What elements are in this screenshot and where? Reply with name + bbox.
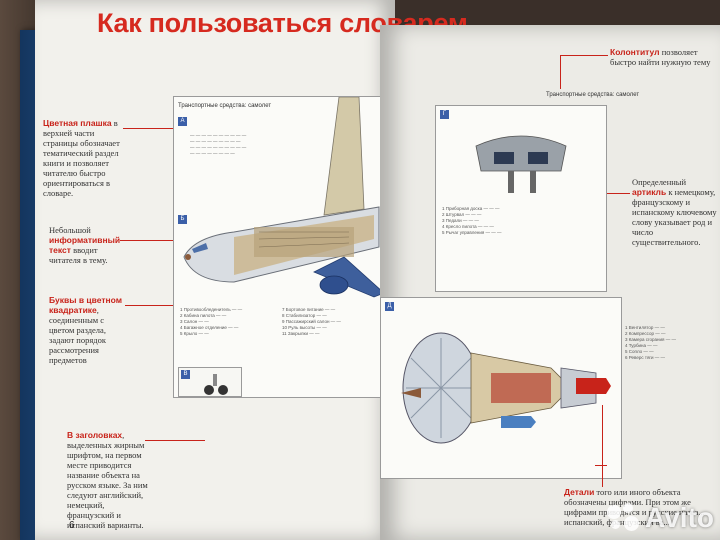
engine-illustration bbox=[401, 332, 611, 444]
callout-line bbox=[125, 305, 175, 306]
letter-box-v: В bbox=[181, 370, 190, 379]
cockpit-illustration bbox=[475, 135, 567, 193]
page-number: 6 bbox=[69, 520, 75, 531]
callout-line bbox=[120, 240, 175, 241]
airplane-panel: Транспортные средства: самолет А — — — —… bbox=[173, 96, 385, 398]
part-list-right: 7 Бортовое питание — —8 Стабилизатор — —… bbox=[282, 307, 341, 336]
note-headings: В заголовках, выделенных жирным шрифтом,… bbox=[67, 430, 148, 530]
callout-line bbox=[602, 405, 603, 487]
part-list-left: 1 Противообледенитель — —2 Кабина пилота… bbox=[180, 307, 243, 336]
callout-line bbox=[590, 193, 630, 194]
callout-line bbox=[145, 440, 205, 441]
right-page: Колонтитул позволяет быстро найти нужную… bbox=[380, 25, 720, 540]
panel-header: Транспортные средства: самолет bbox=[178, 103, 272, 109]
intro-text-lines: — — — — — — — — — —— — — — — — — — —— — … bbox=[190, 133, 247, 156]
left-page: Как пользоваться словарем Цветная плашка… bbox=[35, 0, 468, 540]
note-running-head: Колонтитул позволяет быстро найти нужную… bbox=[610, 47, 711, 67]
note-letters: Буквы в цветном квадратике, соединенным … bbox=[49, 295, 123, 365]
watermark-text: Avito bbox=[645, 502, 714, 533]
note-color-bar: Цветная плашка в верхней части страницы … bbox=[43, 118, 120, 198]
cockpit-panel: Транспортные средства: самолет Г 1 Прибо… bbox=[435, 92, 639, 292]
note-article: Определенный артикль к немецкому, францу… bbox=[632, 177, 717, 247]
letter-box-a: А bbox=[178, 117, 187, 126]
callout-line bbox=[560, 55, 608, 56]
letter-box-g: Г bbox=[440, 110, 449, 119]
callout-line bbox=[123, 128, 183, 129]
avito-watermark: Avito bbox=[607, 502, 714, 534]
avito-logo-icon bbox=[607, 503, 641, 533]
running-head: Транспортные средства: самолет bbox=[546, 92, 640, 98]
landing-gear-inset: В bbox=[178, 367, 242, 397]
landing-gear-illustration bbox=[204, 374, 228, 395]
cockpit-part-list: 1 Приборная доска — — —2 Штурвал — — —3 … bbox=[442, 206, 502, 235]
engine-part-list: 1 Вентилятор — —2 Компрессор — —3 Камера… bbox=[625, 325, 676, 360]
letter-box-d: Д bbox=[385, 302, 394, 311]
callout-line bbox=[595, 465, 607, 466]
note-info-text: Небольшой информативный текст вводит чит… bbox=[49, 225, 121, 265]
callout-line bbox=[560, 55, 561, 89]
engine-panel: Д bbox=[380, 297, 622, 479]
letter-box-b: Б bbox=[178, 215, 187, 224]
airplane-illustration bbox=[183, 97, 384, 298]
